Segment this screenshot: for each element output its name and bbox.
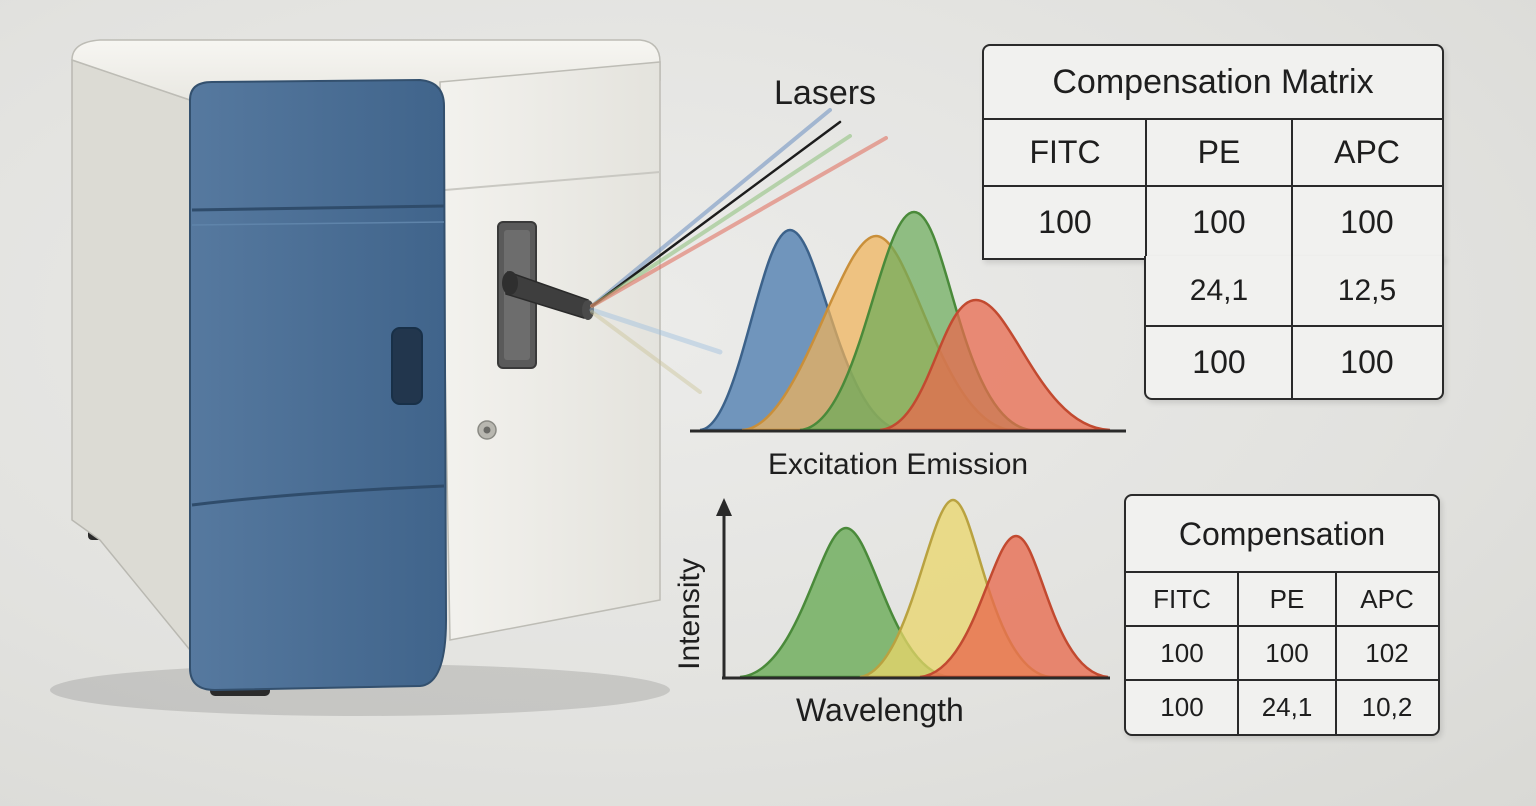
door-handle	[391, 327, 423, 405]
value-cell: 100	[1160, 637, 1204, 668]
value-cell: 100	[1192, 343, 1246, 380]
right-body	[439, 61, 661, 641]
value-cell: 24,1	[1261, 691, 1313, 722]
header-cell: APC	[1360, 583, 1414, 614]
value-cell: 100	[1038, 203, 1092, 240]
laser-beams	[589, 108, 888, 394]
compensation-matrix-table: Compensation Matrix FITC PE APC 100 100 …	[982, 44, 1444, 260]
compensation-title: Compensation	[1178, 515, 1386, 552]
compensation-table: Compensation FITC PE APC 100 100 102 100…	[1124, 494, 1440, 736]
matrix-grid-lines	[984, 118, 1442, 258]
value-cell: 100	[1160, 691, 1204, 722]
spectrum-curve-red	[879, 298, 1111, 432]
matrix-title: Compensation Matrix	[1052, 63, 1374, 101]
value-cell: 12,5	[1337, 274, 1397, 307]
header-cell: PE	[1269, 583, 1305, 614]
header-cell: FITC	[1029, 134, 1101, 170]
spectrum-curve-red	[919, 534, 1109, 679]
value-cell: 102	[1365, 637, 1409, 668]
lasers-label: Lasers	[774, 74, 877, 112]
value-cell: 24,1	[1189, 274, 1249, 307]
header-cell: PE	[1197, 134, 1241, 170]
header-cell: APC	[1334, 134, 1400, 170]
value-cell: 100	[1340, 203, 1394, 240]
matrix-lower-grid-lines	[1146, 256, 1442, 398]
wavelength-axis-label: Wavelength	[796, 692, 964, 728]
excitation-emission-label: Excitation Emission	[768, 448, 1029, 481]
header-cell: FITC	[1153, 583, 1211, 614]
value-cell: 100	[1265, 637, 1309, 668]
compensation-grid-lines	[1126, 571, 1438, 734]
compensation-matrix-lower-rows: 24,1 12,5 100 100	[1144, 256, 1444, 400]
front-blue-panel	[189, 78, 448, 692]
value-cell: 100	[1340, 343, 1394, 380]
value-cell: 10,2	[1361, 691, 1413, 722]
intensity-axis-label: Intensity	[673, 558, 706, 670]
y-axis-arrow	[716, 498, 732, 516]
value-cell: 100	[1192, 203, 1246, 240]
